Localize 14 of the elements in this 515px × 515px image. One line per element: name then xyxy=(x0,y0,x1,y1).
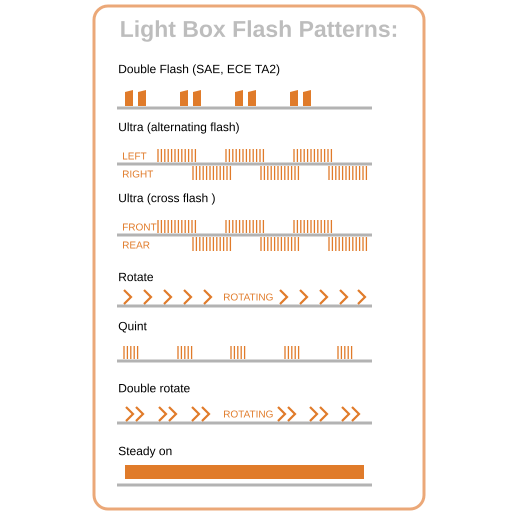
section-heading: Double rotate xyxy=(119,384,190,392)
section-heading: Rotate xyxy=(119,272,154,282)
title: Light Box Flash Patterns: xyxy=(121,20,396,42)
section-heading: Double Flash (SAE, ECE TA2) xyxy=(119,64,280,76)
pattern-label: ROTATING xyxy=(224,410,273,418)
pattern-label: LEFT xyxy=(123,152,146,160)
pattern-label: ROTATING xyxy=(224,293,273,301)
pattern-label: FRONT xyxy=(123,223,156,231)
section-heading: Ultra (alternating flash) xyxy=(119,122,239,134)
section-heading: Quint xyxy=(118,322,147,332)
section-heading: Ultra (cross flash ) xyxy=(119,193,215,205)
pattern-label: REAR xyxy=(123,242,150,248)
section-heading: Steady on xyxy=(118,446,172,458)
pattern-label: RIGHT xyxy=(123,170,154,178)
